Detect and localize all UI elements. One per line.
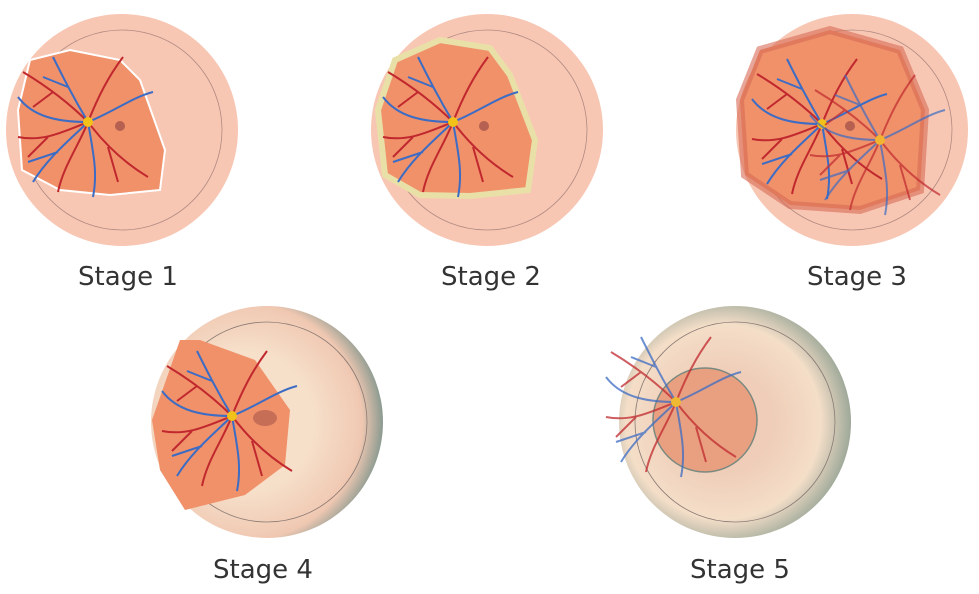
stage-1-illustration <box>6 14 238 246</box>
stage-4-illustration <box>151 306 383 538</box>
stage-2-label: Stage 2 <box>441 262 541 292</box>
stage-5-label: Stage 5 <box>690 555 790 585</box>
stage-4-label: Stage 4 <box>213 555 313 585</box>
stage-3-illustration <box>735 14 968 246</box>
stage-1-label: Stage 1 <box>78 262 178 292</box>
stage-2-illustration <box>371 14 603 246</box>
stage-3-label: Stage 3 <box>807 262 907 292</box>
stage-5-illustration <box>605 306 851 538</box>
